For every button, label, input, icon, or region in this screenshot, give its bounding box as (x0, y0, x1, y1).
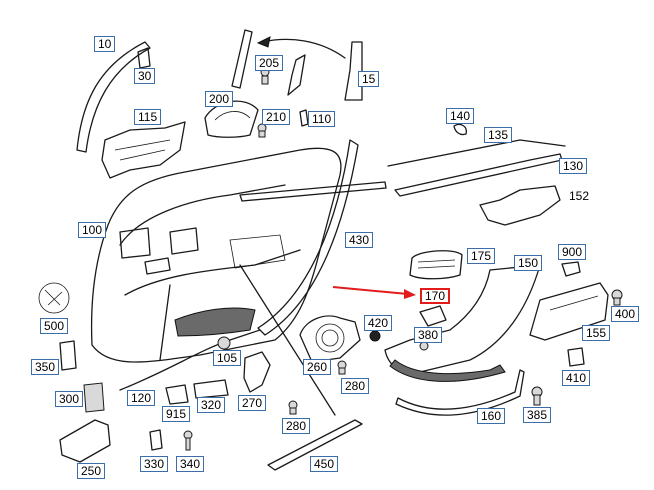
callout-420[interactable]: 420 (364, 315, 393, 331)
part-130-window-seal-outer (394, 153, 563, 197)
part-10-frame-trim (76, 41, 151, 153)
callout-330[interactable]: 330 (140, 456, 169, 472)
part-280-screw-upper (337, 360, 347, 375)
callout-400[interactable]: 400 (611, 306, 640, 322)
callout-155[interactable]: 155 (582, 325, 611, 341)
part-155-armrest-pad (529, 282, 609, 341)
callout-175[interactable]: 175 (467, 248, 496, 264)
part-140-clip (453, 123, 467, 136)
callout-280-upper[interactable]: 280 (341, 378, 370, 394)
callout-150[interactable]: 150 (514, 255, 543, 271)
callout-380[interactable]: 380 (414, 327, 443, 343)
callout-270[interactable]: 270 (238, 395, 267, 411)
callout-350[interactable]: 350 (31, 359, 60, 375)
callout-30[interactable]: 30 (134, 68, 156, 84)
callout-100[interactable]: 100 (78, 222, 107, 238)
callout-15[interactable]: 15 (358, 71, 380, 87)
callout-320[interactable]: 320 (197, 397, 226, 413)
part-152-bracket (479, 185, 561, 226)
pointer-arrow-line (332, 286, 409, 295)
part-115-handle-carrier (101, 121, 186, 179)
part-160-lower-trim (395, 369, 525, 416)
long-rod (239, 264, 336, 416)
callout-205[interactable]: 205 (255, 55, 284, 71)
assembly-arrowhead (256, 36, 271, 48)
rod-2 (159, 284, 171, 361)
callout-250[interactable]: 250 (77, 463, 106, 479)
assembly-arrow (261, 38, 346, 59)
part-500-tool (38, 282, 70, 314)
callout-130[interactable]: 130 (559, 158, 588, 174)
part-100-door-panel (90, 147, 342, 363)
part-110-clip (299, 109, 309, 127)
part-380-clip (419, 341, 429, 351)
part-160-insert (389, 359, 506, 382)
part-320-switch (193, 379, 229, 399)
callout-160[interactable]: 160 (477, 408, 506, 424)
part-330-clip (149, 429, 163, 451)
waist-rail-strip (239, 181, 387, 202)
callout-140[interactable]: 140 (446, 108, 475, 124)
part-430-trim-strip (257, 139, 359, 336)
part-340-pin (183, 430, 193, 451)
part-150-armrest-carrier (384, 264, 541, 374)
callout-110[interactable]: 110 (308, 111, 336, 127)
part-250-insert (59, 419, 111, 463)
callout-410[interactable]: 410 (562, 370, 591, 386)
part-270-bracket (243, 351, 271, 393)
part-105-plug (217, 336, 231, 350)
part-210-screw (257, 123, 267, 138)
pointer-arrowhead (404, 289, 416, 299)
part-915-clip (165, 384, 189, 405)
callout-10[interactable]: 10 (94, 36, 116, 52)
part-410-clip (567, 347, 585, 367)
callout-300[interactable]: 300 (55, 391, 84, 407)
callout-115[interactable]: 115 (134, 109, 162, 125)
part-400-screw (611, 289, 623, 306)
callout-135[interactable]: 135 (484, 127, 513, 143)
part-15-bracket (287, 54, 306, 96)
callout-385[interactable]: 385 (523, 407, 552, 423)
callout-260[interactable]: 260 (303, 359, 332, 375)
part-170-small-trim (419, 305, 447, 327)
callout-120[interactable]: 120 (127, 390, 156, 406)
callout-430[interactable]: 430 (345, 232, 374, 248)
pillar-trim-strip (231, 29, 253, 89)
callout-200[interactable]: 200 (205, 91, 234, 107)
part-385-screw (531, 386, 543, 406)
part-175-window-switch (409, 250, 463, 280)
callout-152[interactable]: 152 (569, 189, 590, 203)
part-280-screw-lower (288, 400, 298, 415)
part-260-speaker (299, 315, 361, 363)
part-15-pillar-cover (344, 41, 363, 101)
callout-915[interactable]: 915 (162, 406, 191, 422)
callout-105[interactable]: 105 (213, 350, 242, 366)
part-135-window-seal-inner (387, 139, 566, 167)
part-300-cap (83, 382, 105, 413)
callout-170-highlighted[interactable]: 170 (420, 288, 451, 304)
part-450-trim-strip (267, 419, 363, 471)
callout-500[interactable]: 500 (40, 318, 69, 334)
part-350-clip (59, 340, 77, 371)
part-900-clip (561, 261, 581, 277)
callout-210[interactable]: 210 (262, 109, 291, 125)
part-420-plug (369, 330, 381, 342)
callout-340[interactable]: 340 (176, 456, 205, 472)
callout-900[interactable]: 900 (558, 244, 587, 260)
part-30-clip (137, 47, 151, 69)
callout-280-lower[interactable]: 280 (282, 418, 311, 434)
callout-450[interactable]: 450 (310, 456, 339, 472)
